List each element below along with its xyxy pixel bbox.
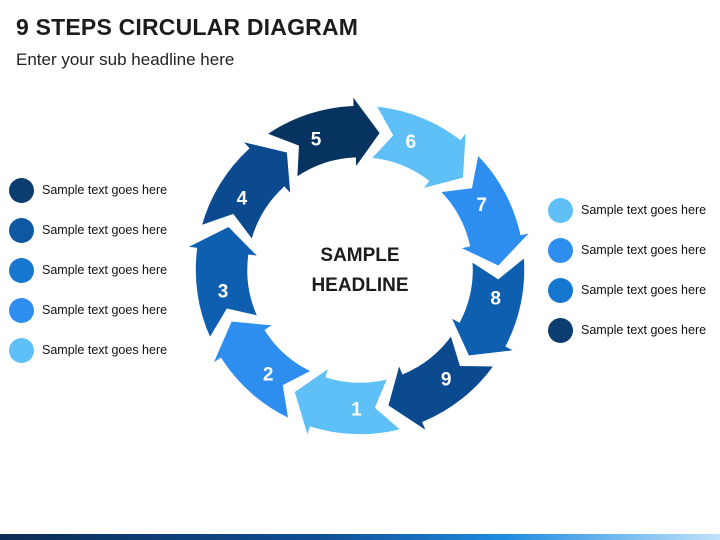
step-number-4: 4 (237, 189, 248, 210)
legend-text: Sample text goes here (42, 303, 168, 317)
legend-right-item: Sample text goes here (548, 230, 706, 270)
legend-text: Sample text goes here (581, 283, 707, 297)
page-subtitle: Enter your sub headline here (16, 50, 235, 69)
step-arrow-9 (386, 333, 496, 434)
step-number-6: 6 (406, 132, 417, 153)
step-arrow-8 (448, 255, 526, 358)
step-arrow-2 (210, 320, 314, 421)
step-number-9: 9 (441, 369, 452, 390)
center-headline-line1: SAMPLE (320, 245, 399, 266)
step-number-7: 7 (476, 195, 487, 216)
legend-bullet-icon (548, 237, 573, 263)
legend-left-item: Sample text goes here (9, 330, 167, 370)
footer-gradient-bar (0, 534, 720, 540)
legend-bullet-icon (9, 297, 34, 323)
legend-bullet-icon (9, 337, 34, 363)
legend-bullet-icon (548, 277, 573, 303)
step-arrow-1 (293, 365, 403, 440)
center-headline-line2: HEADLINE (311, 275, 408, 296)
legend-left-item: Sample text goes here (9, 290, 167, 330)
legend-left-item: Sample text goes here (9, 170, 167, 210)
step-number-2: 2 (263, 365, 274, 386)
legend-right-item: Sample text goes here (548, 310, 706, 350)
legend-left-item: Sample text goes here (9, 250, 167, 290)
legend-bullet-icon (548, 197, 573, 223)
legend-text: Sample text goes here (42, 343, 168, 357)
step-arrow-6 (369, 104, 468, 191)
legend-text: Sample text goes here (42, 183, 168, 197)
legend-text: Sample text goes here (42, 223, 168, 237)
legend-text: Sample text goes here (581, 323, 707, 337)
step-number-5: 5 (311, 130, 322, 151)
diagram-step-labels: 1 2 3 4 5 6 7 8 9 (218, 130, 501, 421)
legend-right-item: Sample text goes here (548, 190, 706, 230)
step-number-3: 3 (218, 282, 229, 303)
legend-text: Sample text goes here (581, 243, 707, 257)
step-number-1: 1 (351, 400, 362, 421)
legend-text: Sample text goes here (42, 263, 168, 277)
step-arrow-5 (264, 92, 382, 180)
page-title: 9 STEPS CIRCULAR DIAGRAM (16, 14, 359, 40)
step-number-8: 8 (490, 289, 501, 310)
legend-text: Sample text goes here (581, 203, 707, 217)
step-arrow-3 (183, 225, 261, 341)
legend-left-item: Sample text goes here (9, 210, 167, 250)
diagram-segments (183, 92, 534, 440)
legend-bullet-icon (9, 177, 34, 203)
step-arrow-7 (438, 152, 534, 268)
legend-bullet-icon (9, 217, 34, 243)
step-arrow-4 (199, 139, 293, 242)
legend-bullet-icon (9, 257, 34, 283)
legend-right-item: Sample text goes here (548, 270, 706, 310)
legend-bullet-icon (548, 317, 573, 343)
